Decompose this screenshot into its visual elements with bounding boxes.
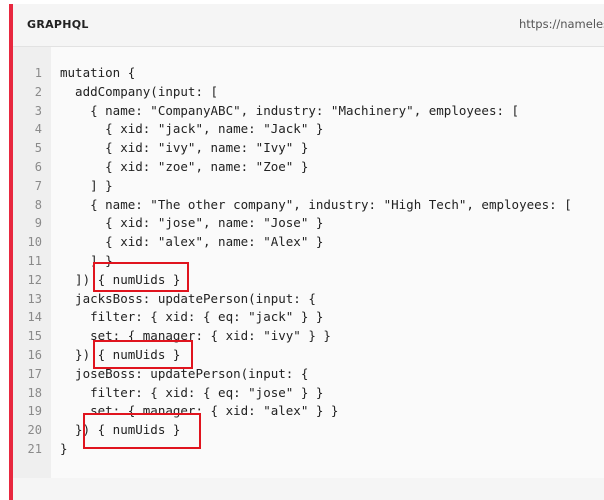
- code-text[interactable]: mutation {: [60, 65, 136, 80]
- code-text[interactable]: { name: "The other company", industry: "…: [60, 196, 572, 212]
- code-block-header: GRAPHQL https://nameless: [13, 4, 604, 47]
- line-number: 11: [27, 254, 42, 268]
- highlight-box-numuids-2: [93, 340, 193, 369]
- code-text[interactable]: { xid: "jose", name: "Jose" }: [60, 215, 324, 231]
- code-block-panel: GRAPHQL https://nameless 1 mutation { 2 ad…: [9, 4, 604, 500]
- code-text[interactable]: ]) { numUids }: [60, 271, 181, 287]
- code-text[interactable]: { name: "CompanyABC", industry: "Machine…: [60, 102, 520, 118]
- code-text[interactable]: ] }: [60, 253, 113, 268]
- code-text[interactable]: ] }: [60, 177, 113, 193]
- line-number: 17: [27, 366, 42, 381]
- line-number: 20: [27, 423, 42, 438]
- code-text[interactable]: filter: { xid: { eq: "jose" } }: [60, 384, 324, 400]
- line-number: 3: [34, 103, 42, 118]
- line-number: 19: [27, 404, 42, 419]
- code-text[interactable]: set: { manager: { xid: "ivy" } }: [60, 328, 331, 344]
- line-number: 14: [27, 310, 42, 325]
- line-number: 21: [27, 442, 42, 456]
- line-number: 8: [34, 197, 42, 212]
- language-label: GRAPHQL: [27, 18, 89, 31]
- line-number-gutter: [13, 47, 51, 478]
- line-number: 12: [27, 272, 42, 287]
- line-number: 16: [27, 348, 42, 362]
- line-number: 5: [34, 141, 42, 156]
- line-number: 7: [34, 178, 42, 193]
- line-number: 1: [34, 66, 42, 80]
- code-text[interactable]: filter: { xid: { eq: "jack" } }: [60, 309, 324, 325]
- code-text[interactable]: joseBoss: updatePerson(input: {: [60, 365, 309, 381]
- code-text[interactable]: }) { numUids }: [60, 347, 181, 362]
- code-text[interactable]: jacksBoss: updatePerson(input: {: [60, 290, 316, 306]
- code-text[interactable]: }) { numUids }: [60, 422, 181, 438]
- highlight-box-numuids-3: [83, 413, 201, 449]
- code-text[interactable]: { xid: "jack", name: "Jack" }: [60, 121, 324, 137]
- code-text[interactable]: { xid: "ivy", name: "Ivy" }: [60, 140, 309, 156]
- line-number: 15: [27, 329, 42, 344]
- code-text[interactable]: }: [60, 441, 68, 456]
- line-number: 6: [34, 160, 42, 174]
- code-text[interactable]: { xid: "alex", name: "Alex" }: [60, 234, 324, 250]
- endpoint-url[interactable]: https://nameless: [519, 17, 604, 31]
- code-text[interactable]: { xid: "zoe", name: "Zoe" }: [60, 159, 309, 174]
- line-number: 2: [34, 84, 42, 99]
- line-number: 9: [34, 216, 42, 231]
- line-number: 13: [27, 291, 42, 306]
- line-number: 4: [34, 122, 42, 137]
- code-text[interactable]: addCompany(input: [: [60, 83, 219, 99]
- code-block-footer: [13, 478, 604, 500]
- line-number: 10: [27, 235, 42, 250]
- line-number: 18: [27, 385, 42, 400]
- highlight-box-numuids-1: [93, 262, 189, 292]
